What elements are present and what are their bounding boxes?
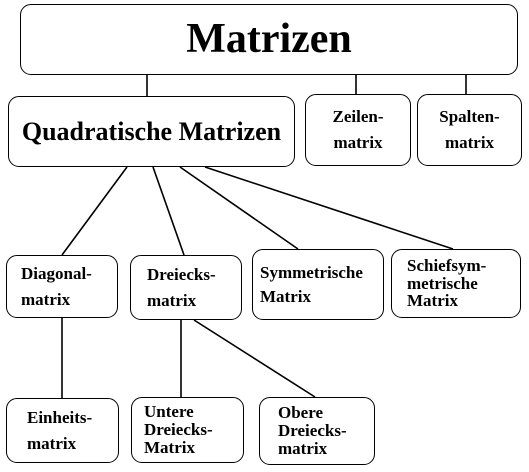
node-matrizen-label: Matrizen [186,16,352,63]
edge-quadratische-diagonal [61,166,128,256]
node-spaltenmatrix: Spalten- matrix [417,94,522,166]
node-schiefsym-line-1: Schiefsym- [407,255,487,275]
node-spalten-line-2: matrix [444,133,495,152]
node-symmetrische-line-1: Symmetrische [260,262,363,282]
node-quadratische-label: Quadratische Matrizen [21,116,282,146]
node-obere-line-1: Obere [278,403,324,423]
node-einheits-line-1: Einheits- [27,407,93,427]
node-diagonal-line-2: matrix [21,289,71,309]
node-untere-dreiecksmatrix: Untere Dreiecks- Matrix [131,397,244,463]
node-dreiecks-line-1: Dreiecks- [147,264,216,284]
node-untere-line-2: Dreiecks- [144,420,213,440]
node-schiefsymmetrische-matrix: Schiefsym- metrische Matrix [391,249,521,318]
node-einheits-line-2: matrix [27,433,77,453]
node-dreiecksmatrix: Dreiecks- matrix [130,255,242,320]
node-dreiecks-line-2: matrix [147,290,197,310]
node-diagonalmatrix: Diagonal- matrix [6,255,118,318]
node-zeilenmatrix: Zeilen- matrix [305,94,411,166]
edge-quadratische-dreiecks [152,166,185,256]
node-schiefsym-line-3: Matrix [407,291,458,311]
node-obere-line-3: matrix [278,438,328,458]
node-matrizen: Matrizen [20,4,518,75]
node-symmetrische-line-2: Matrix [260,286,311,306]
node-zeilen-line-1: Zeilen- [332,107,384,127]
node-symmetrische-matrix: Symmetrische Matrix [252,249,384,320]
node-untere-line-3: Matrix [144,437,195,457]
node-zeilen-line-2: matrix [333,133,383,152]
node-quadratische-matrizen: Quadratische Matrizen [8,96,295,167]
node-obere-dreiecksmatrix: Obere Dreiecks- matrix [259,397,375,465]
node-diagonal-line-1: Diagonal- [21,263,92,283]
edge-quadratische-schiefsym [204,166,454,250]
node-untere-line-1: Untere [144,402,194,422]
edge-quadratische-symmetrische [179,166,299,250]
node-einheitsmatrix: Einheits- matrix [6,398,119,463]
node-spalten-line-1: Spalten- [439,107,500,127]
node-schiefsym-line-2: metrische [407,273,478,293]
node-obere-line-2: Dreiecks- [278,421,347,441]
edge-dreiecks-obere [193,319,316,398]
